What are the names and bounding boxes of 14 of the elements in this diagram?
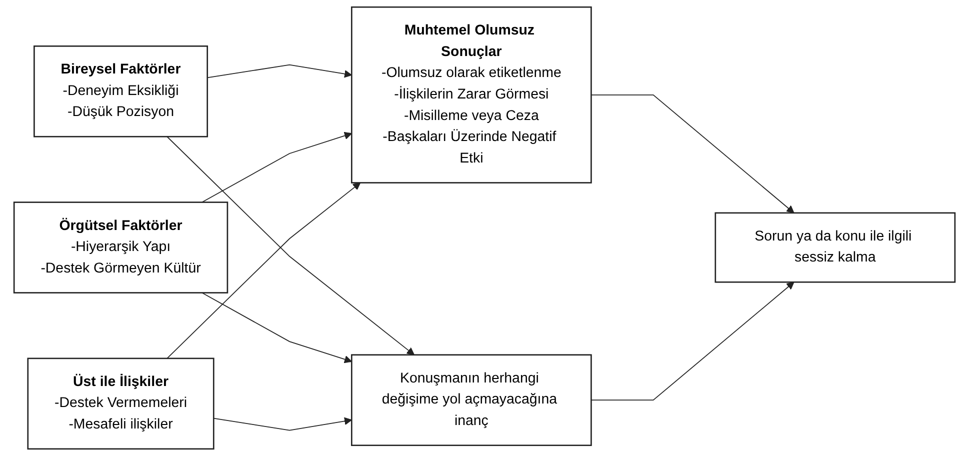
arrow — [202, 292, 352, 364]
arrow — [202, 132, 352, 203]
node-box: Bireysel Faktörler -Deneyim Eksikliği -Düşük Pozisyon — [34, 45, 208, 138]
node-box: Muhtemel Olumsuz Sonuçlar -Olumsuz olarak etiketlenme -İlişkilerin Zarar Görmesi -Misilleme veya Ceza -Başkaları Üzerinde Negatif Etki — [350, 6, 592, 184]
arrow — [166, 136, 415, 356]
node-box: Örgütsel Faktörler -Hiyerarşik Yapı -Destek Görmeyen Kültür — [13, 202, 228, 294]
arrow — [590, 94, 794, 214]
arrow — [206, 64, 352, 78]
arrow — [590, 282, 794, 401]
arrow — [166, 182, 361, 359]
node-box: Sorun ya da konu ile ilgili sessiz kalma — [714, 212, 956, 283]
arrow — [213, 417, 352, 431]
node-box: Konuşmanın herhangi değişime yol açmayacağına inanç — [350, 354, 592, 446]
node-box: Üst ile İlişkiler -Destek Vermemeleri -Mesafeli ilişkiler — [27, 358, 214, 450]
